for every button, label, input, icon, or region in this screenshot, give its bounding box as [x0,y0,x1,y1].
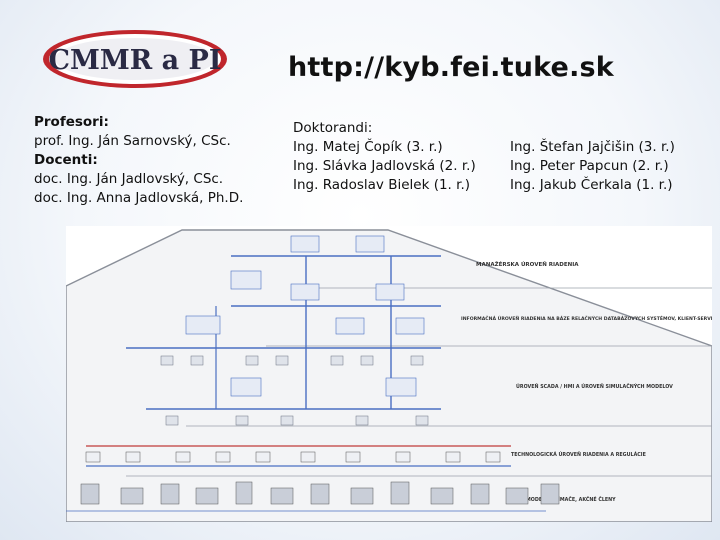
docent-name: doc. Ing. Anna Jadlovská, Ph.D. [34,190,244,206]
docent-name: doc. Ing. Ján Jadlovský, CSc. [34,171,224,187]
docents-heading: Docenti: [34,152,98,168]
cmmr-logo: CMMR a PI [43,30,227,88]
pyramid-outline [66,229,712,522]
doctorand-name: Ing. Matej Čopík (3. r.) [293,139,443,155]
control-hierarchy-diagram: MANAŽÉRSKA ÚROVEŇ RIADENIA INFORMAČNÁ ÚR… [66,226,712,522]
level-label: MANAŽÉRSKA ÚROVEŇ RIADENIA [476,260,579,268]
website-url[interactable]: http://kyb.fei.tuke.sk [288,52,614,83]
level-label: INFORMAČNÁ ÚROVEŇ RIADENIA NA BÁZE RELAČ… [461,314,712,322]
doctorand-name: Ing. Peter Papcun (2. r.) [510,158,669,174]
doctorands-list: Doktorandi: Ing. Matej Čopík (3. r.) Ing… [293,119,476,195]
logo-text: CMMR a PI [49,45,222,76]
staff-list: Profesori: prof. Ing. Ján Sarnovský, CSc… [34,113,243,208]
doctorands-list-2: Ing. Štefan Jajčišin (3. r.) Ing. Peter … [510,138,675,195]
professor-name: prof. Ing. Ján Sarnovský, CSc. [34,133,231,149]
level-label: TECHNOLOGICKÁ ÚROVEŇ RIADENIA A REGULÁCI… [511,450,646,458]
doctorand-name: Ing. Radoslav Bielek (1. r.) [293,177,471,193]
doctorand-name: Ing. Jakub Čerkala (1. r.) [510,177,673,193]
level-label: MODELY, SNÍMAČE, AKČNÉ ČLENY [526,495,616,503]
doctorand-name: Ing. Štefan Jajčišin (3. r.) [510,139,675,155]
professors-heading: Profesori: [34,114,109,130]
doctorands-heading: Doktorandi: [293,120,373,136]
level-label: ÚROVEŇ SCADA / HMI A ÚROVEŇ SIMULAČNÝCH … [516,382,673,390]
doctorand-name: Ing. Slávka Jadlovská (2. r.) [293,158,476,174]
